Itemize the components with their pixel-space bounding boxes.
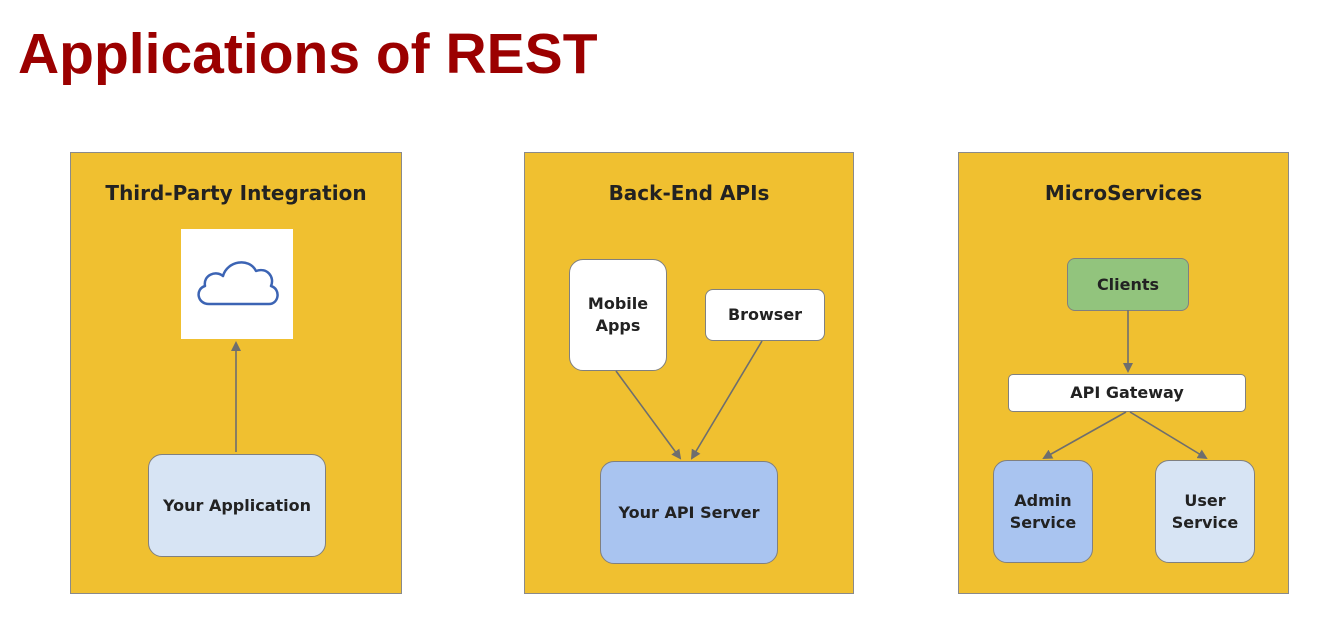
- mobile-apps-node: Mobile Apps: [569, 259, 667, 371]
- page-title: Applications of REST: [18, 22, 598, 86]
- user-service-node: User Service: [1155, 460, 1255, 563]
- clients-node: Clients: [1067, 258, 1189, 311]
- cloud-service-box: [181, 229, 293, 339]
- admin-service-node: Admin Service: [993, 460, 1093, 563]
- panel-third-party-integration: Third-Party Integration Your Application: [70, 152, 402, 594]
- your-api-server-node: Your API Server: [600, 461, 778, 564]
- panel-back-end-apis: Back-End APIs Mobile Apps Browser Your A…: [524, 152, 854, 594]
- api-gateway-node: API Gateway: [1008, 374, 1246, 412]
- your-application-node: Your Application: [148, 454, 326, 557]
- panel-title: MicroServices: [1044, 181, 1203, 205]
- panel-title: Back-End APIs: [608, 181, 770, 205]
- cloud-icon: [197, 261, 279, 306]
- browser-node: Browser: [705, 289, 825, 341]
- panel-microservices: MicroServices Clients API Gateway Admin …: [958, 152, 1289, 594]
- panel-title: Third-Party Integration: [105, 181, 367, 205]
